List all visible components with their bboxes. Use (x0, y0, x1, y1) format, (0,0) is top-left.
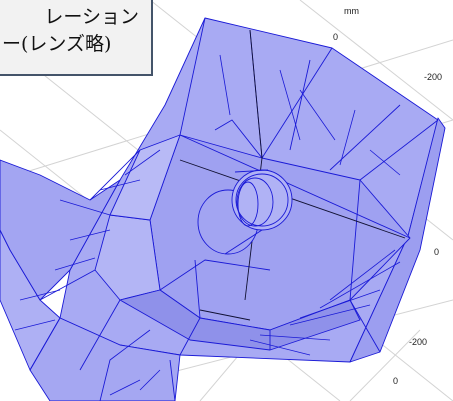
caption-line-2: ー(レンズ略) (2, 33, 112, 55)
axis-tick-label: 0 (393, 376, 399, 386)
cylinder-feature (197, 169, 293, 255)
axis-tick-label: -200 (424, 72, 443, 82)
axis-tick-label: 0 (434, 247, 440, 257)
axis-tick-label: -200 (409, 337, 428, 347)
caption-box: レーション ー(レンズ略) (0, 0, 153, 76)
lens-housing-geometry[interactable] (0, 17, 446, 401)
left-arm-top (0, 159, 121, 301)
axis-unit-label: mm (344, 6, 359, 16)
axis-tick-label: 0 (333, 32, 339, 42)
inner-wall-bottom (119, 289, 361, 351)
rib-lines (14, 54, 401, 396)
caption-line-1: レーション (44, 6, 139, 28)
